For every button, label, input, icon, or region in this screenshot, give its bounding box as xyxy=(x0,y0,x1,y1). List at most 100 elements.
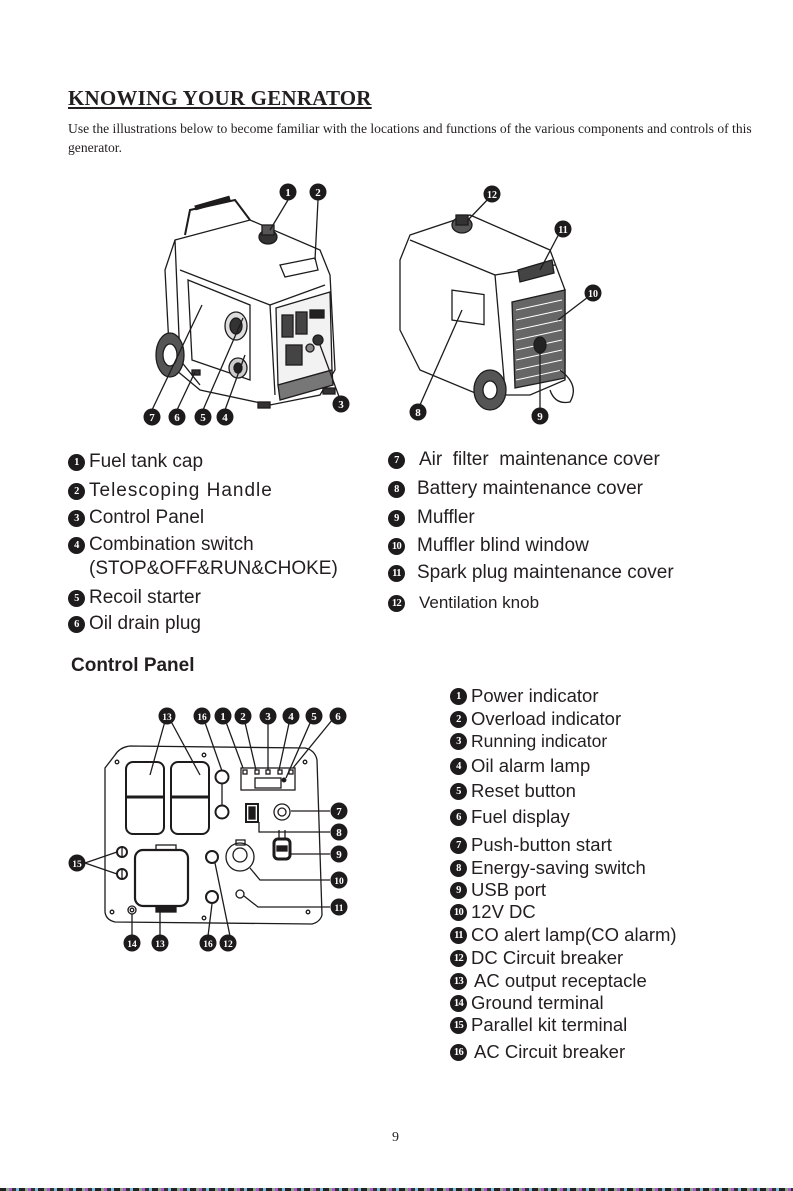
intro-paragraph: Use the illustrations below to become fa… xyxy=(68,121,752,155)
number-badge: 11 xyxy=(450,926,467,944)
number-badge: 12 xyxy=(388,594,405,612)
number-badge: 15 xyxy=(450,1016,467,1034)
legend-label: Push-button start xyxy=(471,834,612,855)
number-badge: 13 xyxy=(450,972,467,990)
number-badge: 11 xyxy=(388,564,405,582)
legend-label: Control Panel xyxy=(89,507,205,528)
legend-item: 7 Air filter maintenance cover xyxy=(388,450,660,470)
number-badge: 10 xyxy=(450,903,467,921)
cp-callout-12: 12 xyxy=(223,940,233,950)
cp-callout-6: 6 xyxy=(335,711,341,723)
generator-rear-illustration: 12 11 10 9 8 xyxy=(399,185,602,425)
legend-label: Recoil starter xyxy=(89,587,201,608)
number-badge: 3 xyxy=(450,732,467,750)
scan-artifact-strip xyxy=(0,1188,793,1191)
front-callout-badges: 1 2 3 4 5 6 7 xyxy=(143,183,350,426)
callout-3: 3 xyxy=(338,399,344,411)
legend-label: USB port xyxy=(471,879,547,900)
cp-callout-3: 3 xyxy=(265,711,271,723)
number-badge: 4 xyxy=(450,757,467,775)
legend-sublabel-text: (STOP&OFF&RUN&CHOKE) xyxy=(89,558,338,579)
number-badge: 14 xyxy=(450,994,467,1012)
number-badge: 5 xyxy=(68,589,85,607)
number-badge: 1 xyxy=(450,687,467,705)
callout-6: 6 xyxy=(174,412,180,424)
callout-12: 12 xyxy=(487,190,497,201)
legend-label: Energy-saving switch xyxy=(471,857,646,878)
number-badge: 8 xyxy=(388,480,405,498)
cp-callout-4: 4 xyxy=(288,711,294,723)
cp-callout-5: 5 xyxy=(311,711,317,723)
callout-7: 7 xyxy=(149,412,155,424)
number-badge: 3 xyxy=(68,509,85,527)
legend-item: 11 Spark plug maintenance cover xyxy=(388,563,674,583)
number-badge: 7 xyxy=(450,836,467,854)
control-panel-callouts: 13 16 1 2 3 4 5 6 7 8 9 10 11 15 14 13 1… xyxy=(68,707,348,952)
number-badge: 5 xyxy=(450,782,467,800)
legend-label: Running indicator xyxy=(471,731,608,751)
legend-label: 12V DC xyxy=(471,901,536,922)
cp-callout-13-bottom: 13 xyxy=(155,940,165,950)
cp-callout-13: 13 xyxy=(162,713,172,723)
legend-item: 8 Battery maintenance cover xyxy=(388,479,643,499)
cp-callout-11: 11 xyxy=(335,904,344,914)
legend-item: 16 AC Circuit breaker xyxy=(450,1042,625,1062)
number-badge: 10 xyxy=(388,537,405,555)
legend-label: Parallel kit terminal xyxy=(471,1014,628,1035)
number-badge: 6 xyxy=(450,808,467,826)
legend-label: Power indicator xyxy=(471,685,599,706)
legend-sublabel: (STOP&OFF&RUN&CHOKE) xyxy=(89,559,338,579)
cp-callout-2: 2 xyxy=(240,711,246,723)
legend-label: Muffler blind window xyxy=(417,535,589,556)
cp-callout-8: 8 xyxy=(336,827,342,839)
legend-label: Battery maintenance cover xyxy=(417,478,644,499)
page-number: 9 xyxy=(392,1130,399,1145)
number-badge: 8 xyxy=(450,859,467,877)
legend-item: 10 Muffler blind window xyxy=(388,536,589,556)
legend-label: Spark plug maintenance cover xyxy=(417,562,674,583)
number-badge: 9 xyxy=(450,881,467,899)
number-badge: 7 xyxy=(388,451,405,469)
number-badge: 2 xyxy=(68,482,85,500)
cp-callout-10: 10 xyxy=(334,877,344,887)
legend-label: Overload indicator xyxy=(471,708,622,729)
cp-callout-15: 15 xyxy=(72,860,82,870)
legend-label: AC Circuit breaker xyxy=(474,1041,626,1062)
legend-label: Telescoping Handle xyxy=(89,480,273,501)
control-panel-heading: Control Panel xyxy=(71,655,195,676)
number-badge: 2 xyxy=(450,710,467,728)
cp-callout-9: 9 xyxy=(336,849,342,861)
rear-callout-badges: 12 11 10 9 8 xyxy=(409,185,602,425)
callout-8: 8 xyxy=(415,407,421,419)
legend-label: AC output receptacle xyxy=(474,970,647,991)
number-badge: 16 xyxy=(450,1043,467,1061)
number-badge: 6 xyxy=(68,615,85,633)
callout-10: 10 xyxy=(588,289,598,300)
number-badge: 9 xyxy=(388,509,405,527)
callout-4: 4 xyxy=(222,412,228,424)
legend-label: Air filter maintenance cover xyxy=(419,449,660,470)
number-badge: 1 xyxy=(68,453,85,471)
legend-label: DC Circuit breaker xyxy=(471,947,624,968)
page-title: KNOWING YOUR GENRATOR xyxy=(68,86,372,110)
callout-2: 2 xyxy=(315,187,321,199)
cp-callout-16: 16 xyxy=(197,713,207,723)
